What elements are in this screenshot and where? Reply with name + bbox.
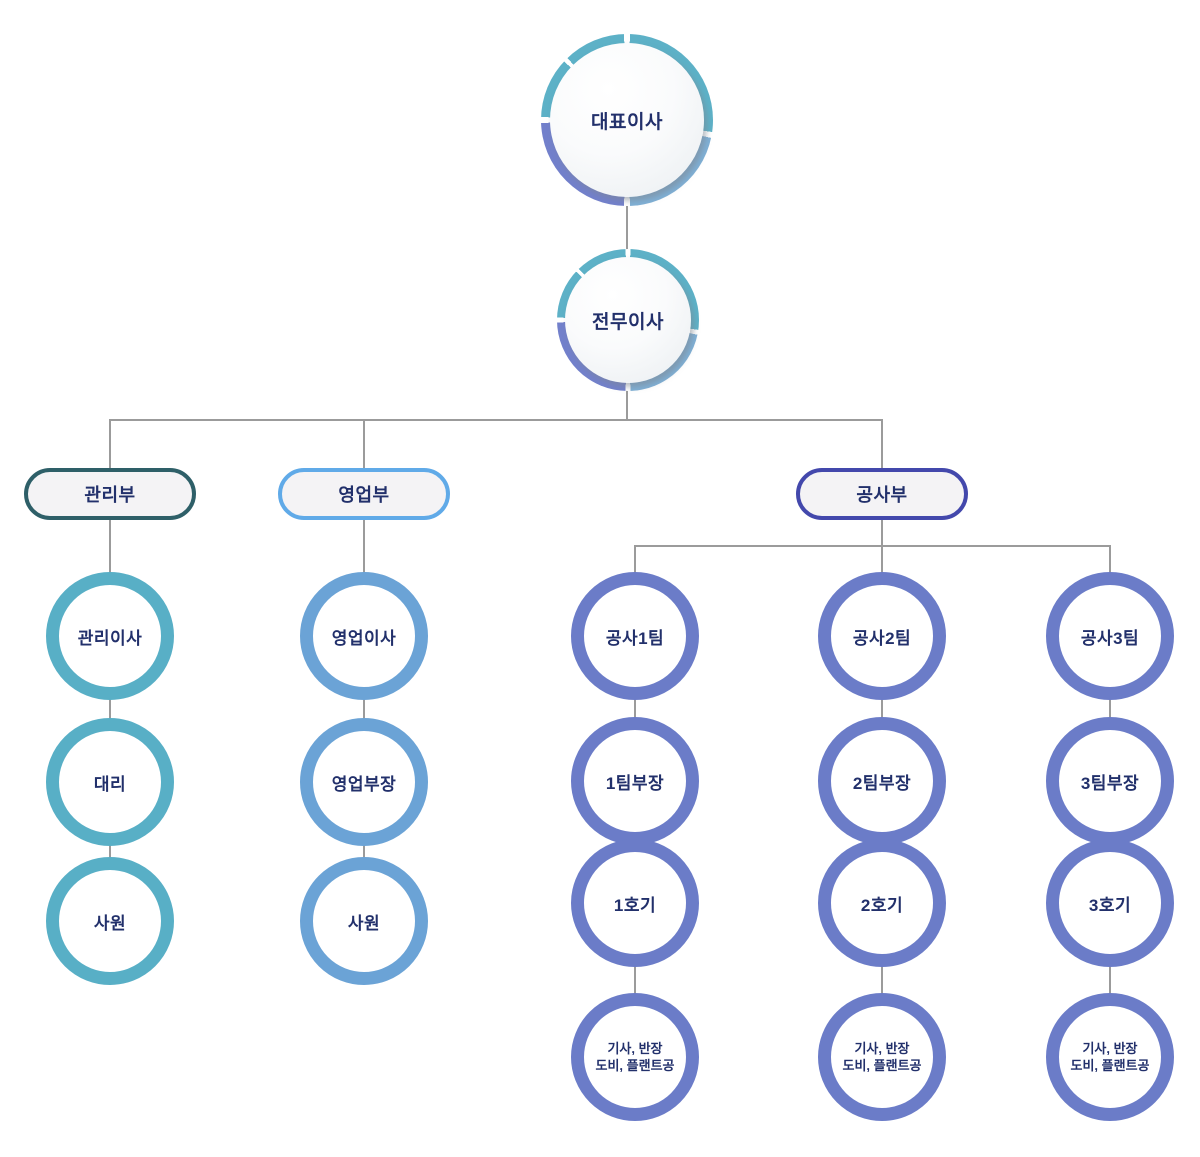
node-team2-manager: 2팀부장 bbox=[818, 717, 946, 845]
node-team1-crew: 기사, 반장 도비, 플랜트공 bbox=[571, 993, 699, 1121]
node-sales-staff: 사원 bbox=[300, 857, 428, 985]
node-management-assistant-manager: 대리 bbox=[46, 718, 174, 846]
node-team1-crew-label: 기사, 반장 도비, 플랜트공 bbox=[596, 1040, 675, 1074]
node-team1-unit1: 1호기 bbox=[571, 839, 699, 967]
node-management-staff-label: 사원 bbox=[93, 913, 127, 933]
node-team1-crew-line2: 도비, 플랜트공 bbox=[595, 1058, 675, 1073]
node-team3-crew: 기사, 반장 도비, 플랜트공 bbox=[1046, 993, 1174, 1121]
node-construction-team3: 공사3팀 bbox=[1046, 572, 1174, 700]
connector-teams-horizontal bbox=[634, 545, 1111, 547]
node-team2-manager-label: 2팀부장 bbox=[852, 773, 912, 793]
node-team3-unit3-label: 3호기 bbox=[1088, 895, 1132, 915]
node-team3-crew-line1: 기사, 반장 bbox=[1082, 1041, 1138, 1056]
dept-pill-management-label: 관리부 bbox=[84, 485, 136, 505]
node-ceo-label: 대표이사 bbox=[591, 111, 663, 133]
node-construction-team2: 공사2팀 bbox=[818, 572, 946, 700]
node-team1-manager: 1팀부장 bbox=[571, 717, 699, 845]
node-team3-crew-line2: 도비, 플랜트공 bbox=[1070, 1058, 1150, 1073]
node-team2-crew-line1: 기사, 반장 bbox=[854, 1041, 910, 1056]
node-team3-crew-label: 기사, 반장 도비, 플랜트공 bbox=[1071, 1040, 1150, 1074]
node-team2-crew-line2: 도비, 플랜트공 bbox=[842, 1058, 922, 1073]
node-team3-manager: 3팀부장 bbox=[1046, 717, 1174, 845]
node-sales-director-label: 영업이사 bbox=[331, 628, 397, 648]
dept-pill-management: 관리부 bbox=[24, 468, 196, 520]
node-sales-manager: 영업부장 bbox=[300, 718, 428, 846]
node-construction-team1-label: 공사1팀 bbox=[605, 628, 665, 648]
node-ceo-disc: 대표이사 bbox=[550, 43, 704, 197]
dept-pill-construction: 공사부 bbox=[796, 468, 968, 520]
node-management-assistant-manager-label: 대리 bbox=[93, 774, 127, 794]
node-ceo: 대표이사 bbox=[541, 34, 713, 206]
node-team2-crew-label: 기사, 반장 도비, 플랜트공 bbox=[843, 1040, 922, 1074]
node-team3-manager-label: 3팀부장 bbox=[1080, 773, 1140, 793]
node-sales-staff-label: 사원 bbox=[347, 913, 381, 933]
node-management-staff: 사원 bbox=[46, 857, 174, 985]
node-construction-team1: 공사1팀 bbox=[571, 572, 699, 700]
node-executive-director-disc: 전무이사 bbox=[565, 257, 691, 383]
node-construction-team2-label: 공사2팀 bbox=[852, 628, 912, 648]
node-team1-unit1-label: 1호기 bbox=[613, 895, 657, 915]
node-team2-crew: 기사, 반장 도비, 플랜트공 bbox=[818, 993, 946, 1121]
node-construction-team3-label: 공사3팀 bbox=[1080, 628, 1140, 648]
node-team2-unit2: 2호기 bbox=[818, 839, 946, 967]
node-executive-director: 전무이사 bbox=[557, 249, 699, 391]
node-team1-crew-line1: 기사, 반장 bbox=[607, 1041, 663, 1056]
node-team2-unit2-label: 2호기 bbox=[860, 895, 904, 915]
node-sales-manager-label: 영업부장 bbox=[331, 774, 397, 794]
connector-dept-horizontal bbox=[109, 419, 883, 421]
dept-pill-sales-label: 영업부 bbox=[338, 485, 390, 505]
node-management-director-label: 관리이사 bbox=[77, 628, 143, 648]
node-sales-director: 영업이사 bbox=[300, 572, 428, 700]
node-executive-director-label: 전무이사 bbox=[592, 311, 664, 333]
node-management-director: 관리이사 bbox=[46, 572, 174, 700]
dept-pill-sales: 영업부 bbox=[278, 468, 450, 520]
node-team1-manager-label: 1팀부장 bbox=[605, 773, 665, 793]
node-team3-unit3: 3호기 bbox=[1046, 839, 1174, 967]
dept-pill-construction-label: 공사부 bbox=[856, 485, 908, 505]
